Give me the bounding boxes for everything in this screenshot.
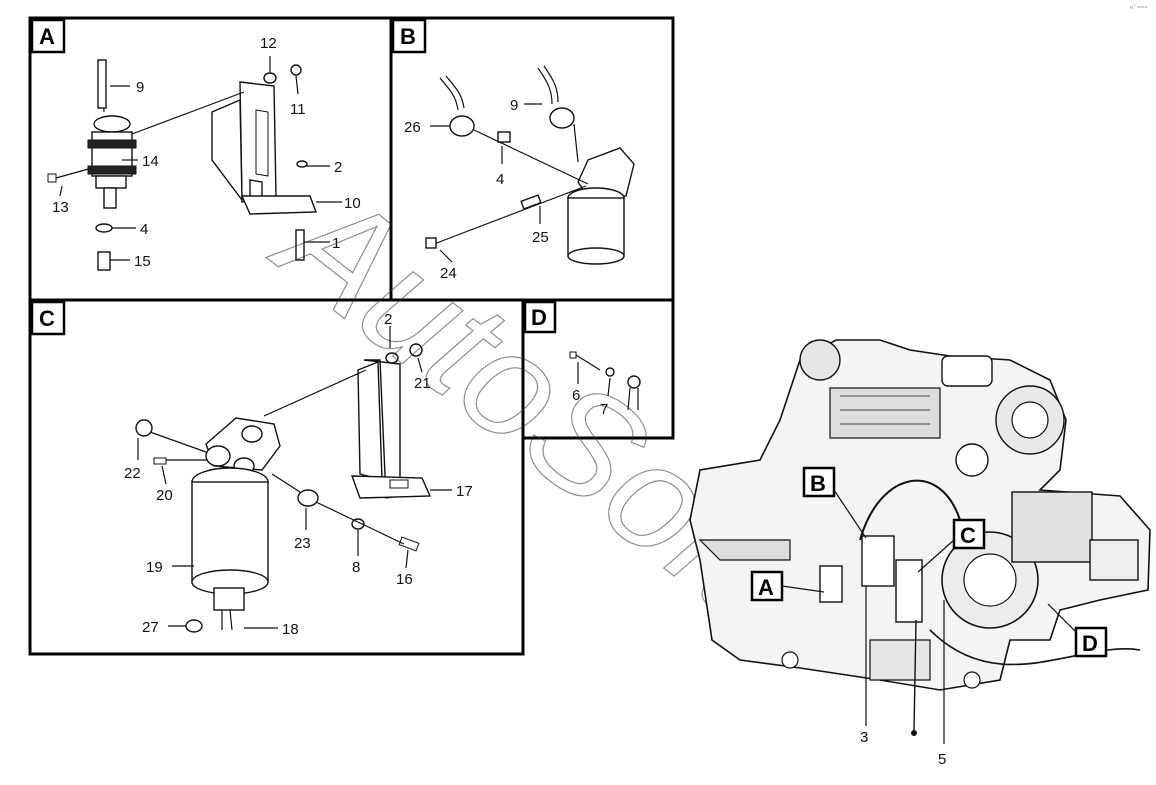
callout-a-12: 12 [260,35,277,52]
callout-a-15: 15 [134,253,151,270]
callout-d-6: 6 [572,387,580,404]
callout-b-25: 25 [532,229,549,246]
svg-text:D: D [1082,631,1098,656]
callout-c-23: 23 [294,535,311,552]
callout-c-8: 8 [352,559,360,576]
main-tag-a [750,570,784,602]
panel-a-label: A [39,24,55,49]
panel-b: B 26 9 4 25 24 [389,16,675,302]
callout-b-26: 26 [404,119,421,136]
callout-c-20: 20 [156,487,173,504]
main-tag-d [1074,626,1108,658]
panel-d-tag [523,300,557,334]
callout-c-22: 22 [124,465,141,482]
panel-d-label: D [531,305,547,330]
engine-assembly-view: A B C D 3 5 [689,339,1151,768]
panel-c-tag [30,300,66,336]
panel-b-label: B [400,24,416,49]
callout-c-16: 16 [396,571,413,588]
panel-b-tag [391,18,427,54]
svg-text:A: A [758,575,774,600]
callout-b-4: 4 [496,171,504,188]
callout-c-17: 17 [456,483,473,500]
main-tag-c [952,518,986,550]
callout-c-19: 19 [146,559,163,576]
callout-main-3: 3 [860,729,868,746]
callout-d-7: 7 [600,401,608,418]
panel-c: C [28,298,525,656]
panel-c-label: C [39,306,55,331]
callout-a-10: 10 [344,195,361,212]
panel-a: A [28,16,393,302]
callout-c-18: 18 [282,621,299,638]
callout-c-27: 27 [142,619,159,636]
callout-a-14: 14 [142,153,159,170]
callout-c-21: 21 [414,375,431,392]
callout-b-24: 24 [440,265,457,282]
corner-mark: e" === [1130,5,1148,11]
main-tag-b [802,466,836,498]
svg-text:C: C [960,523,976,548]
callout-a-1: 1 [332,235,340,252]
callout-a-13: 13 [52,199,69,216]
panel-d: D 6 7 [521,298,675,440]
callout-b-9: 9 [510,97,518,114]
callout-a-9: 9 [136,79,144,96]
svg-text:B: B [810,471,826,496]
callout-main-5: 5 [938,751,946,768]
callout-c-2: 2 [384,311,392,328]
callout-a-11: 11 [290,101,306,118]
panel-a-tag [30,18,66,54]
callout-a-2: 2 [334,159,342,176]
callout-a-4: 4 [140,221,148,238]
